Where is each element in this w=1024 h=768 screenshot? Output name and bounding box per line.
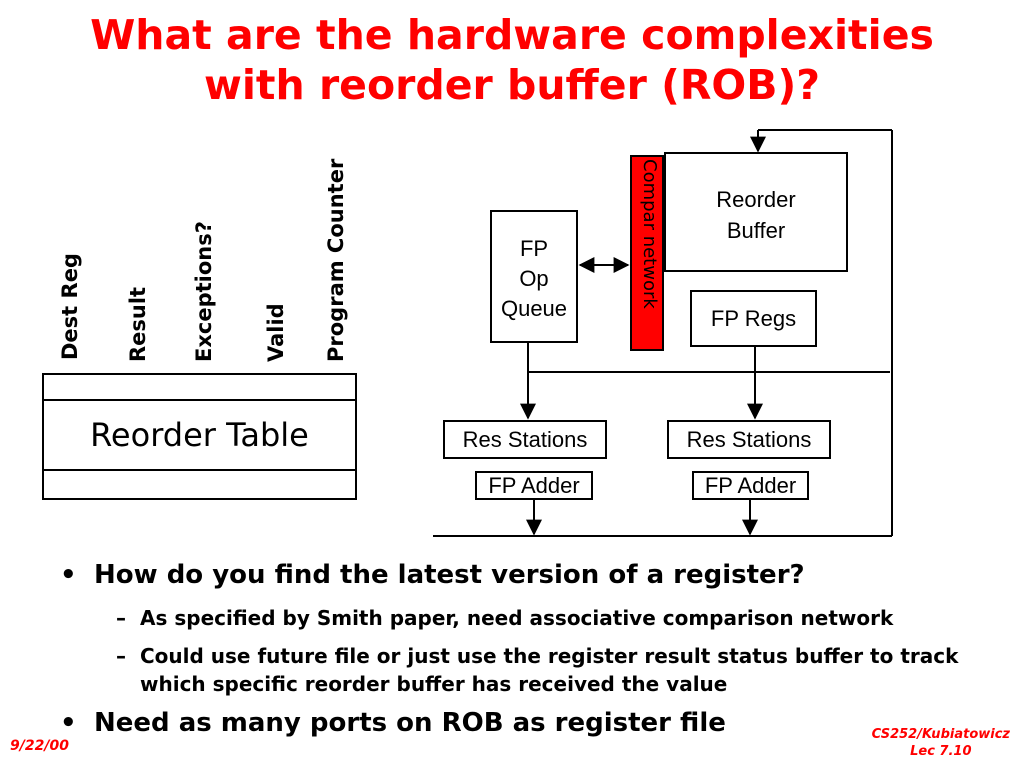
fp-op-queue: FP Op Queue <box>490 210 578 343</box>
fp-adder-left: FP Adder <box>475 471 593 500</box>
reorder-buffer: Reorder Buffer <box>664 152 848 272</box>
footer-date: 9/22/00 <box>10 738 69 754</box>
bullet-1-sub-2-text: Could use future file or just use the re… <box>140 644 959 696</box>
reorder-table-label: Reorder Table <box>44 401 355 471</box>
sub-bullet-dash: – <box>116 644 126 668</box>
footer-course-info: CS252/Kubiatowicz Lec 7.10 <box>872 726 1010 760</box>
footer-course: CS252/Kubiatowicz <box>871 727 1010 742</box>
fp-op-queue-line-3: Queue <box>500 296 568 321</box>
sub-bullet-dash: – <box>116 606 126 630</box>
bullet-dot: • <box>60 708 77 738</box>
reorder-buffer-line-2: Buffer <box>726 218 786 243</box>
footer-lecture: Lec 7.10 <box>910 744 972 759</box>
fp-regs: FP Regs <box>690 290 817 347</box>
fp-op-queue-line-1: FP <box>519 236 549 261</box>
fp-op-queue-line-2: Op <box>519 266 549 291</box>
res-stations-left: Res Stations <box>443 420 607 459</box>
bullet-2-text: Need as many ports on ROB as register fi… <box>94 708 726 738</box>
reorder-buffer-line-1: Reorder <box>716 187 796 212</box>
bullet-dot: • <box>60 560 77 590</box>
reorder-table: Reorder Table <box>42 373 357 500</box>
compar-network: Compar network <box>630 155 664 351</box>
compar-network-label: Compar network <box>639 159 660 309</box>
bullet-1-text: How do you find the latest version of a … <box>94 560 805 590</box>
fp-adder-right: FP Adder <box>692 471 809 500</box>
slide-title: What are the hardware complexities with … <box>0 10 1024 110</box>
slide-title-line-1: What are the hardware complexities <box>90 11 934 59</box>
reorder-table-row-top <box>44 375 355 401</box>
slide-title-line-2: with reorder buffer (ROB)? <box>203 61 821 109</box>
bullet-1-sub-1-text: As specified by Smith paper, need associ… <box>140 606 894 630</box>
res-stations-right: Res Stations <box>667 420 831 459</box>
